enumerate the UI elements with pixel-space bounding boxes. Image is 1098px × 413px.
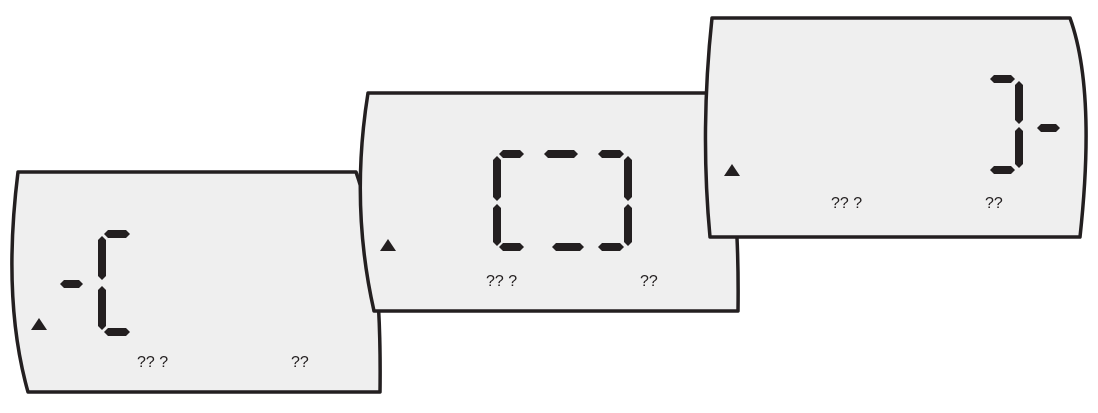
bracket-lower-segment — [98, 286, 106, 330]
center-bottom-segment — [552, 243, 584, 251]
lcd-screen-left: ?? ? ?? — [10, 170, 382, 394]
lcd-screen-middle: ?? ? ?? — [358, 91, 740, 313]
bracket-upper-segment — [98, 236, 106, 280]
bracket-close-bottom-segment — [990, 166, 1015, 174]
bracket-close-lower-segment — [624, 204, 632, 246]
bracket-close-upper-segment — [624, 156, 632, 201]
bracket-top-segment — [104, 230, 130, 238]
center-top-segment — [544, 150, 578, 158]
mode-label-right: ?? — [640, 273, 658, 290]
mode-label-left: ?? ? — [137, 354, 168, 371]
lcd-screen-right: ?? ? ?? — [703, 16, 1088, 239]
mode-label-left: ?? ? — [486, 273, 517, 290]
bracket-close-bottom-segment — [598, 243, 624, 251]
lcd-digits-middle — [493, 150, 632, 251]
bracket-close-upper-segment — [1015, 81, 1023, 124]
lcd-digits-right — [990, 75, 1060, 174]
bracket-close-lower-segment — [1015, 127, 1023, 168]
triangle-up-icon — [31, 318, 47, 330]
lcd-digits-left — [60, 230, 130, 336]
bracket-close-top-segment — [598, 150, 624, 158]
mode-label-right: ?? — [291, 354, 309, 371]
bracket-close-top-segment — [990, 75, 1015, 83]
bracket-open-top-segment — [499, 150, 524, 158]
dash-segment — [60, 280, 83, 288]
bracket-open-upper-segment — [493, 156, 501, 201]
lcd-screen-right-panel — [703, 16, 1088, 239]
mode-label-left: ?? ? — [831, 195, 862, 212]
triangle-up-icon — [724, 164, 740, 176]
bracket-open-bottom-segment — [499, 243, 524, 251]
lcd-screen-middle-panel — [358, 91, 740, 313]
mode-label-right: ?? — [985, 195, 1003, 212]
dash-segment — [1037, 124, 1060, 132]
triangle-up-icon — [380, 239, 396, 251]
bracket-open-lower-segment — [493, 204, 501, 246]
bracket-bottom-segment — [104, 328, 130, 336]
